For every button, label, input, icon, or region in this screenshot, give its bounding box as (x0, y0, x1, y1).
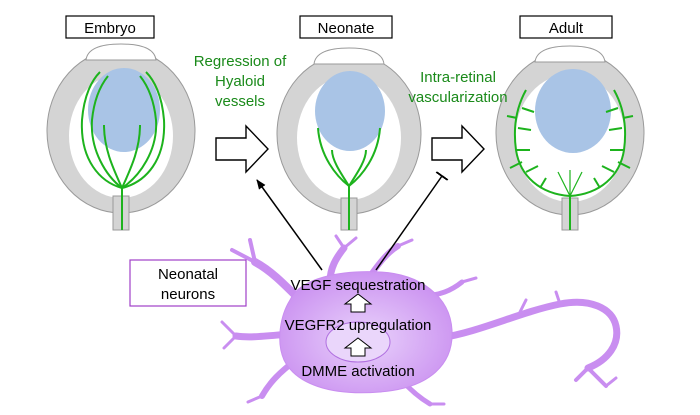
transition-label-1-line1: Regression of (194, 53, 287, 70)
transition-label-1-line2: Hyaloid (215, 73, 265, 90)
eye-embryo (46, 43, 196, 231)
transition-label-1-line3: vessels (215, 93, 265, 110)
stage-label-neonate-text: Neonate (318, 20, 375, 37)
stage-label-adult-text: Adult (549, 20, 584, 37)
retinal-vessels-adult (506, 89, 634, 230)
pathway-up-arrow-1 (343, 293, 373, 313)
promote-arrow-to-regression (256, 179, 323, 271)
regressing-vessels-neonate (317, 127, 381, 230)
lens-neonate (315, 71, 385, 151)
neuron-cell (220, 234, 621, 407)
neonatal-neurons-line1: Neonatal (158, 266, 218, 283)
pathway-up-arrow-2 (343, 337, 373, 357)
pathway-step-dmme-activation: DMME activation (301, 363, 414, 380)
neonatal-neurons-box: Neonatal neurons (129, 259, 247, 307)
neonatal-neurons-line2: neurons (161, 286, 215, 303)
transition-label-2-line2: vascularization (408, 89, 507, 106)
pathway-step-vegf-sequestration: VEGF sequestration (290, 277, 425, 294)
stage-label-embryo-text: Embryo (84, 20, 136, 37)
lens-embryo (88, 68, 160, 152)
eye-neonate (276, 47, 422, 231)
pathway-step-vegfr2-upregulation: VEGFR2 upregulation (285, 317, 432, 334)
hyaloid-vessels-embryo (80, 71, 166, 230)
transition-label-2-line1: Intra-retinal (420, 69, 496, 86)
stage-label-embryo: Embryo (65, 15, 155, 39)
lens-adult (535, 69, 611, 153)
transition-arrow-2 (431, 124, 485, 174)
inhibit-arrow-to-vascularization (375, 171, 449, 271)
stage-label-neonate: Neonate (299, 15, 393, 39)
eye-adult (495, 45, 645, 231)
transition-arrow-1 (215, 124, 269, 174)
stage-label-adult: Adult (519, 15, 613, 39)
